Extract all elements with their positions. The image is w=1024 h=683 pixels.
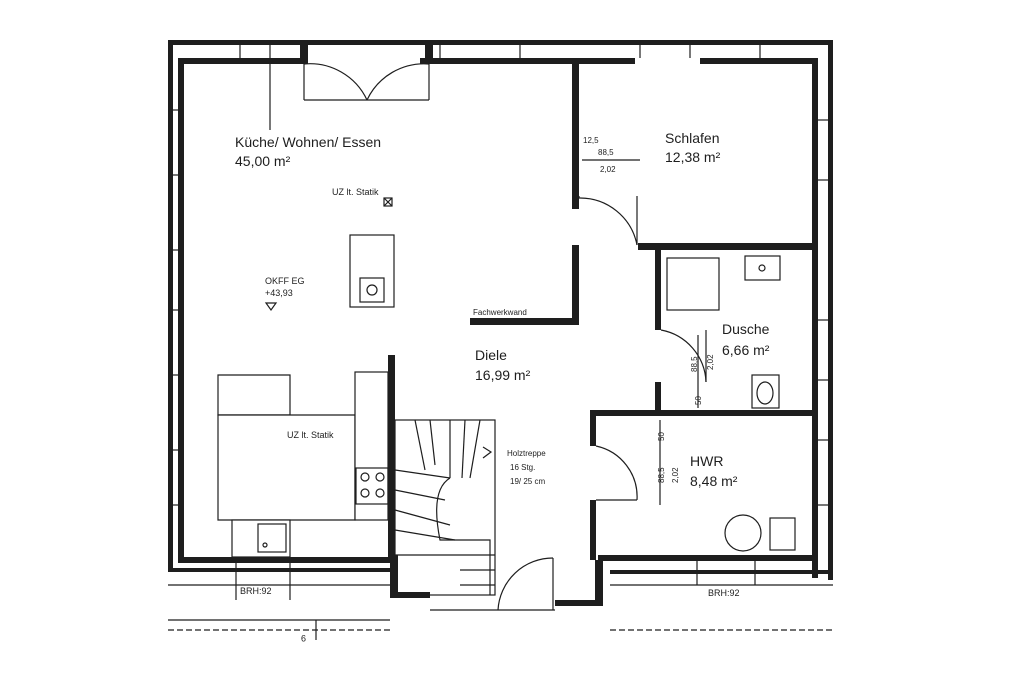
fachwerkwand-label: Fachwerkwand [473, 308, 527, 317]
hwr-dim-1: 50 [657, 432, 666, 441]
bedroom-dim-2: 88,5 [598, 148, 614, 157]
uz-statik-label: UZ lt. Statik [332, 187, 379, 197]
stairs-label-3: 19/ 25 cm [510, 477, 545, 486]
okff-value: +43,93 [265, 288, 293, 298]
bedroom-dim-3: 2,02 [600, 165, 616, 174]
brh-right-label: BRH:92 [708, 588, 740, 598]
annotations: UZ lt. Statik UZ lt. Statik OKFF EG +43,… [240, 187, 740, 643]
stairs-label-1: Holztreppe [507, 449, 546, 458]
utility-name: HWR [690, 453, 723, 469]
interior-walls [388, 64, 812, 560]
shower-dim-2: 2,02 [706, 354, 715, 370]
dimension-labels: 12,5 88,5 2,02 88,5 2,02 50 50 88,5 2,02 [583, 136, 715, 483]
shower-area: 6,66 m² [722, 342, 770, 358]
okff-label: OKFF EG [265, 276, 305, 286]
doors [300, 40, 707, 611]
bedroom-dim-1: 12,5 [583, 136, 599, 145]
room-labels: Küche/ Wohnen/ Essen 45,00 m² Schlafen 1… [235, 130, 770, 489]
dimension-lines [582, 159, 699, 505]
hwr-dim-2: 88,5 [657, 467, 666, 483]
staircase [394, 419, 496, 596]
bedroom-name: Schlafen [665, 130, 719, 146]
page-mark: 9 [301, 633, 306, 643]
utility-area: 8,48 m² [690, 473, 738, 489]
kitchen-fixtures [217, 197, 395, 558]
hwr-dim-3: 2,02 [671, 467, 680, 483]
stairs-label-2: 16 Stg. [510, 463, 535, 472]
terrace-lines [168, 40, 833, 640]
brh-left-label: BRH:92 [240, 586, 272, 596]
uz-statik-counter-label: UZ lt. Statik [287, 430, 334, 440]
shower-dim-3: 50 [694, 396, 703, 405]
level-marker [264, 302, 278, 312]
kitchen-name: Küche/ Wohnen/ Essen [235, 134, 381, 150]
hall-area: 16,99 m² [475, 367, 531, 383]
shower-name: Dusche [722, 321, 770, 337]
bathroom-fixtures [666, 255, 796, 552]
window-marks [173, 45, 828, 506]
kitchen-area: 45,00 m² [235, 153, 291, 169]
hall-name: Diele [475, 347, 507, 363]
bedroom-area: 12,38 m² [665, 149, 721, 165]
shower-dim-1: 88,5 [690, 356, 699, 372]
